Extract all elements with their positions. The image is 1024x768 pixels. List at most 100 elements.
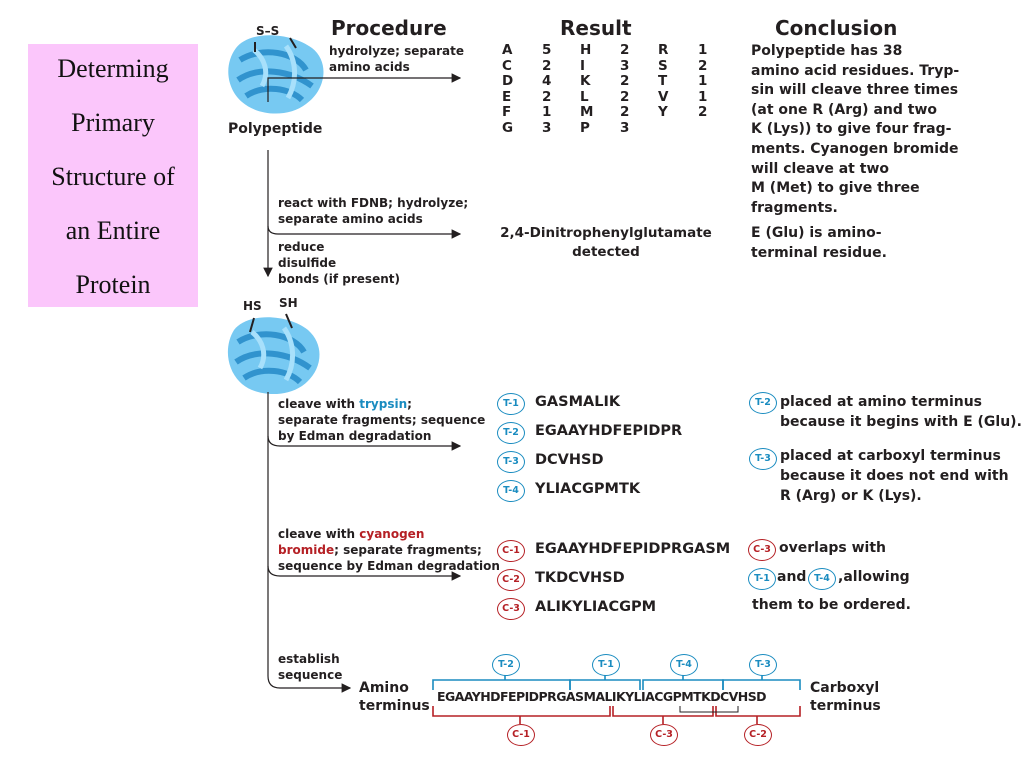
amino-acid-letter: C <box>502 59 542 75</box>
step2-procedure-line-1: react with FDNB; hydrolyze; <box>278 195 468 211</box>
step1-conclusion: Polypeptide has 38 amino acid residues. … <box>751 42 959 218</box>
cyanogen-label: cyanogen <box>359 527 424 541</box>
fragment-sequence-c3: ALIKYLIACGPM <box>535 599 656 615</box>
step3-conclusion-a-line: placed at amino terminus <box>780 392 1022 412</box>
step3-conclusion-a: placed at amino terminus because it begi… <box>780 392 1022 432</box>
conclusion-badge-t2: T-2 <box>749 392 777 414</box>
full-sequence: EGAAYHDFEPIDPRGASMALIKYLIACGPMTKDCVHSD <box>437 689 766 704</box>
fragment-badge-c1: C-1 <box>497 540 525 562</box>
amino-acid-composition: A5H2R1C2I3S2D4K2T1E2L2V1F1M2Y2G3P3 <box>502 43 728 136</box>
amino-acid-count: 4 <box>542 74 580 90</box>
amino-acid-count: 3 <box>620 121 658 137</box>
amino-acid-letter: F <box>502 105 542 121</box>
step2-result-line-2: detected <box>490 243 722 262</box>
amino-acid-count: 5 <box>542 43 580 59</box>
step2-result: 2,4-Dinitrophenylglutamate detected <box>490 224 722 262</box>
amino-acid-count: 2 <box>620 74 658 90</box>
step1-conclusion-line: Polypeptide has 38 <box>751 42 959 62</box>
step1-procedure-line-2: amino acids <box>329 59 464 75</box>
step1-conclusion-line: ments. Cyanogen bromide <box>751 140 959 160</box>
step4-procedure-line-3: sequence by Edman degradation <box>278 558 500 574</box>
fragment-sequence-t4: YLIACGPMTK <box>535 481 640 497</box>
amino-acid-count: 1 <box>698 90 728 106</box>
trypsin-brackets <box>433 672 800 690</box>
amino-acid-letter <box>658 121 698 137</box>
fragment-badge-c2: C-2 <box>497 569 525 591</box>
step2-conclusion-line-2: terminal residue. <box>751 244 887 264</box>
step3-conclusion-b: placed at carboxyl terminus because it d… <box>780 446 1009 506</box>
fragment-badge-t2: T-2 <box>497 422 525 444</box>
fragment-sequence-t2: EGAAYHDFEPIDPR <box>535 423 682 439</box>
final-badge-c3: C-3 <box>650 724 678 746</box>
amino-acid-count: 3 <box>620 59 658 75</box>
step4-conclusion-text1: overlaps with <box>779 539 886 559</box>
step1-procedure: hydrolyze; separate amino acids <box>329 43 464 75</box>
amino-acid-letter: I <box>580 59 620 75</box>
fragment-sequence-c1: EGAAYHDFEPIDPRGASM <box>535 541 730 557</box>
step3-conclusion-a-line: because it begins with E (Glu). <box>780 412 1022 432</box>
fragment-sequence-t1: GASMALIK <box>535 394 620 410</box>
polypeptide-label: Polypeptide <box>228 121 322 137</box>
step3-conclusion-b-line: placed at carboxyl terminus <box>780 446 1009 466</box>
step2-conclusion: E (Glu) is amino- terminal residue. <box>751 224 887 263</box>
amino-acid-count <box>698 121 728 137</box>
step2-procedure: react with FDNB; hydrolyze; separate ami… <box>278 195 468 227</box>
step3-procedure: cleave with trypsin; separate fragments;… <box>278 396 485 444</box>
hs-label: HS <box>243 299 262 313</box>
step2-procedure-line-2: separate amino acids <box>278 211 468 227</box>
final-badge-t3: T-3 <box>749 654 777 676</box>
conclusion-badge-t1: T-1 <box>748 568 776 590</box>
fragment-sequence-t3: DCVHSD <box>535 452 604 468</box>
step1-conclusion-line: will cleave at two <box>751 160 959 180</box>
cyanogen-brackets <box>433 706 800 724</box>
amino-acid-letter: T <box>658 74 698 90</box>
amino-terminus-line-2: terminus <box>359 697 430 715</box>
amino-acid-count: 1 <box>698 74 728 90</box>
reduce-line-3: bonds (if present) <box>278 271 400 287</box>
amino-acid-letter: E <box>502 90 542 106</box>
amino-acid-count: 2 <box>542 90 580 106</box>
carboxyl-terminus-line-1: Carboxyl <box>810 679 881 697</box>
bromide-label: bromide <box>278 543 334 557</box>
amino-acid-letter: A <box>502 43 542 59</box>
step4-conclusion-text2: and <box>777 568 806 588</box>
reduce-step: reduce disulfide bonds (if present) <box>278 239 400 287</box>
reduced-molecule-icon <box>228 314 320 394</box>
step2-conclusion-line-1: E (Glu) is amino- <box>751 224 887 244</box>
amino-acid-letter: Y <box>658 105 698 121</box>
step5-procedure-line-1: establish <box>278 651 342 667</box>
amino-acid-letter: V <box>658 90 698 106</box>
step2-result-line-1: 2,4-Dinitrophenylglutamate <box>490 224 722 243</box>
step3-procedure-line-1: cleave with trypsin; <box>278 396 485 412</box>
step1-procedure-line-1: hydrolyze; separate <box>329 43 464 59</box>
fragment-badge-t1: T-1 <box>497 393 525 415</box>
final-badge-t4: T-4 <box>670 654 698 676</box>
step4-conclusion-text3: ,allowing <box>838 568 910 588</box>
step1-conclusion-line: M (Met) to give three <box>751 179 959 199</box>
amino-acid-count: 1 <box>698 43 728 59</box>
amino-acid-letter: K <box>580 74 620 90</box>
step1-conclusion-line: amino acid residues. Tryp- <box>751 62 959 82</box>
amino-acid-letter: S <box>658 59 698 75</box>
step5-procedure-line-2: sequence <box>278 667 342 683</box>
step3-conclusion-b-line: R (Arg) or K (Lys). <box>780 486 1009 506</box>
fragment-sequence-c2: TKDCVHSD <box>535 570 625 586</box>
step1-conclusion-line: (at one R (Arg) and two <box>751 101 959 121</box>
amino-terminus-line-1: Amino <box>359 679 430 697</box>
step3-conclusion-b-line: because it does not end with <box>780 466 1009 486</box>
final-badge-t2: T-2 <box>492 654 520 676</box>
final-badge-c1: C-1 <box>507 724 535 746</box>
amino-acid-count: 2 <box>542 59 580 75</box>
carboxyl-terminus-label: Carboxyl terminus <box>810 679 881 715</box>
step3-procedure-line-2: separate fragments; sequence <box>278 412 485 428</box>
conclusion-badge-t4: T-4 <box>808 568 836 590</box>
amino-acid-letter: R <box>658 43 698 59</box>
amino-acid-letter: P <box>580 121 620 137</box>
polypeptide-molecule-icon <box>228 35 323 113</box>
reduce-line-1: reduce <box>278 239 400 255</box>
step4-procedure-line-2: bromide; separate fragments; <box>278 542 500 558</box>
amino-acid-letter: L <box>580 90 620 106</box>
amino-acid-count: 2 <box>620 90 658 106</box>
amino-acid-letter: D <box>502 74 542 90</box>
final-badge-c2: C-2 <box>744 724 772 746</box>
